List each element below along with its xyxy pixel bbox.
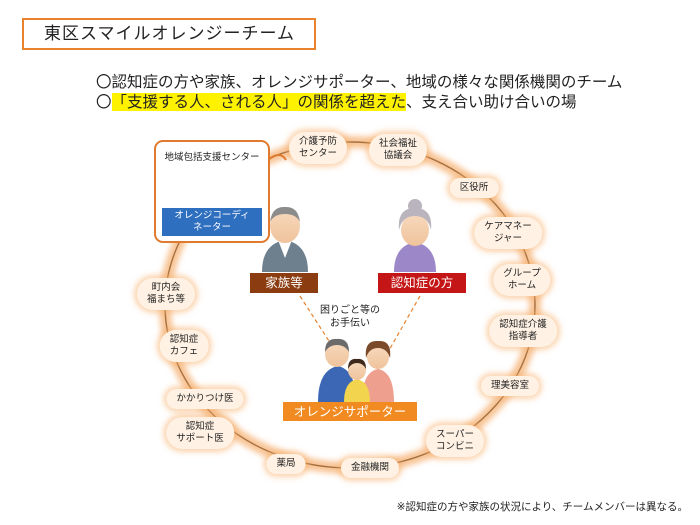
ring-node-ward-office: 区役所 [449, 178, 499, 198]
family-label: 家族等 [250, 273, 318, 293]
ring-node-dementia-care-instructor: 認知症介護 指導者 [489, 315, 557, 347]
ring-node-dementia-support-doctor: 認知症 サポート医 [166, 417, 234, 449]
ring-node-dementia-cafe: 認知症 カフェ [159, 330, 209, 362]
coordinator-role: オレンジコーディ ネーター [162, 208, 262, 236]
ring-node-barber-salon: 理美容室 [480, 376, 540, 396]
ring-node-financial-institution: 金融機関 [340, 458, 400, 478]
patient-person-illustration [394, 199, 436, 272]
supporter-group-illustration [318, 338, 394, 402]
dashed-link-patient [387, 295, 421, 353]
page-title: 東区スマイルオレンジーチーム [22, 18, 316, 50]
coordinator-card: 地域包括支援センター オレンジコーディ ネーター [154, 140, 270, 243]
center-label: 地域包括支援センター [164, 152, 260, 163]
ring-node-supermarket: スーパー コンビニ [425, 425, 485, 457]
help-text: 困りごと等の お手伝い [320, 305, 380, 329]
ring-node-neighborhood-association: 町内会 福まち等 [136, 278, 196, 310]
description-line-1: 〇認知症の方や家族、オレンジサポーター、地域の様々な関係機関のチーム [96, 73, 623, 91]
ring-node-family-doctor: かかりつけ医 [166, 389, 244, 409]
patient-label: 認知症の方 [378, 273, 466, 293]
ring-node-care-manager: ケアマネー ジャー [474, 217, 542, 249]
supporter-label: オレンジサポーター [283, 402, 417, 421]
ring-node-care-prevention-center: 介護予防 センター [288, 132, 348, 164]
footnote: ※認知症の方や家族の状況により、チームメンバーは異なる。 [396, 501, 688, 513]
description-line-2: 〇「支援する人、される人」の関係を超えた、支え合い助け合いの場 [96, 93, 577, 111]
ring-node-group-home: グループ ホーム [493, 264, 551, 296]
highlighted-phrase: 「支援する人、される人」の関係を超えた [111, 93, 407, 111]
ring-node-social-welfare-council: 社会福祉 協議会 [368, 134, 428, 166]
family-person-illustration [262, 206, 308, 272]
ring-node-pharmacy: 薬局 [266, 454, 306, 474]
